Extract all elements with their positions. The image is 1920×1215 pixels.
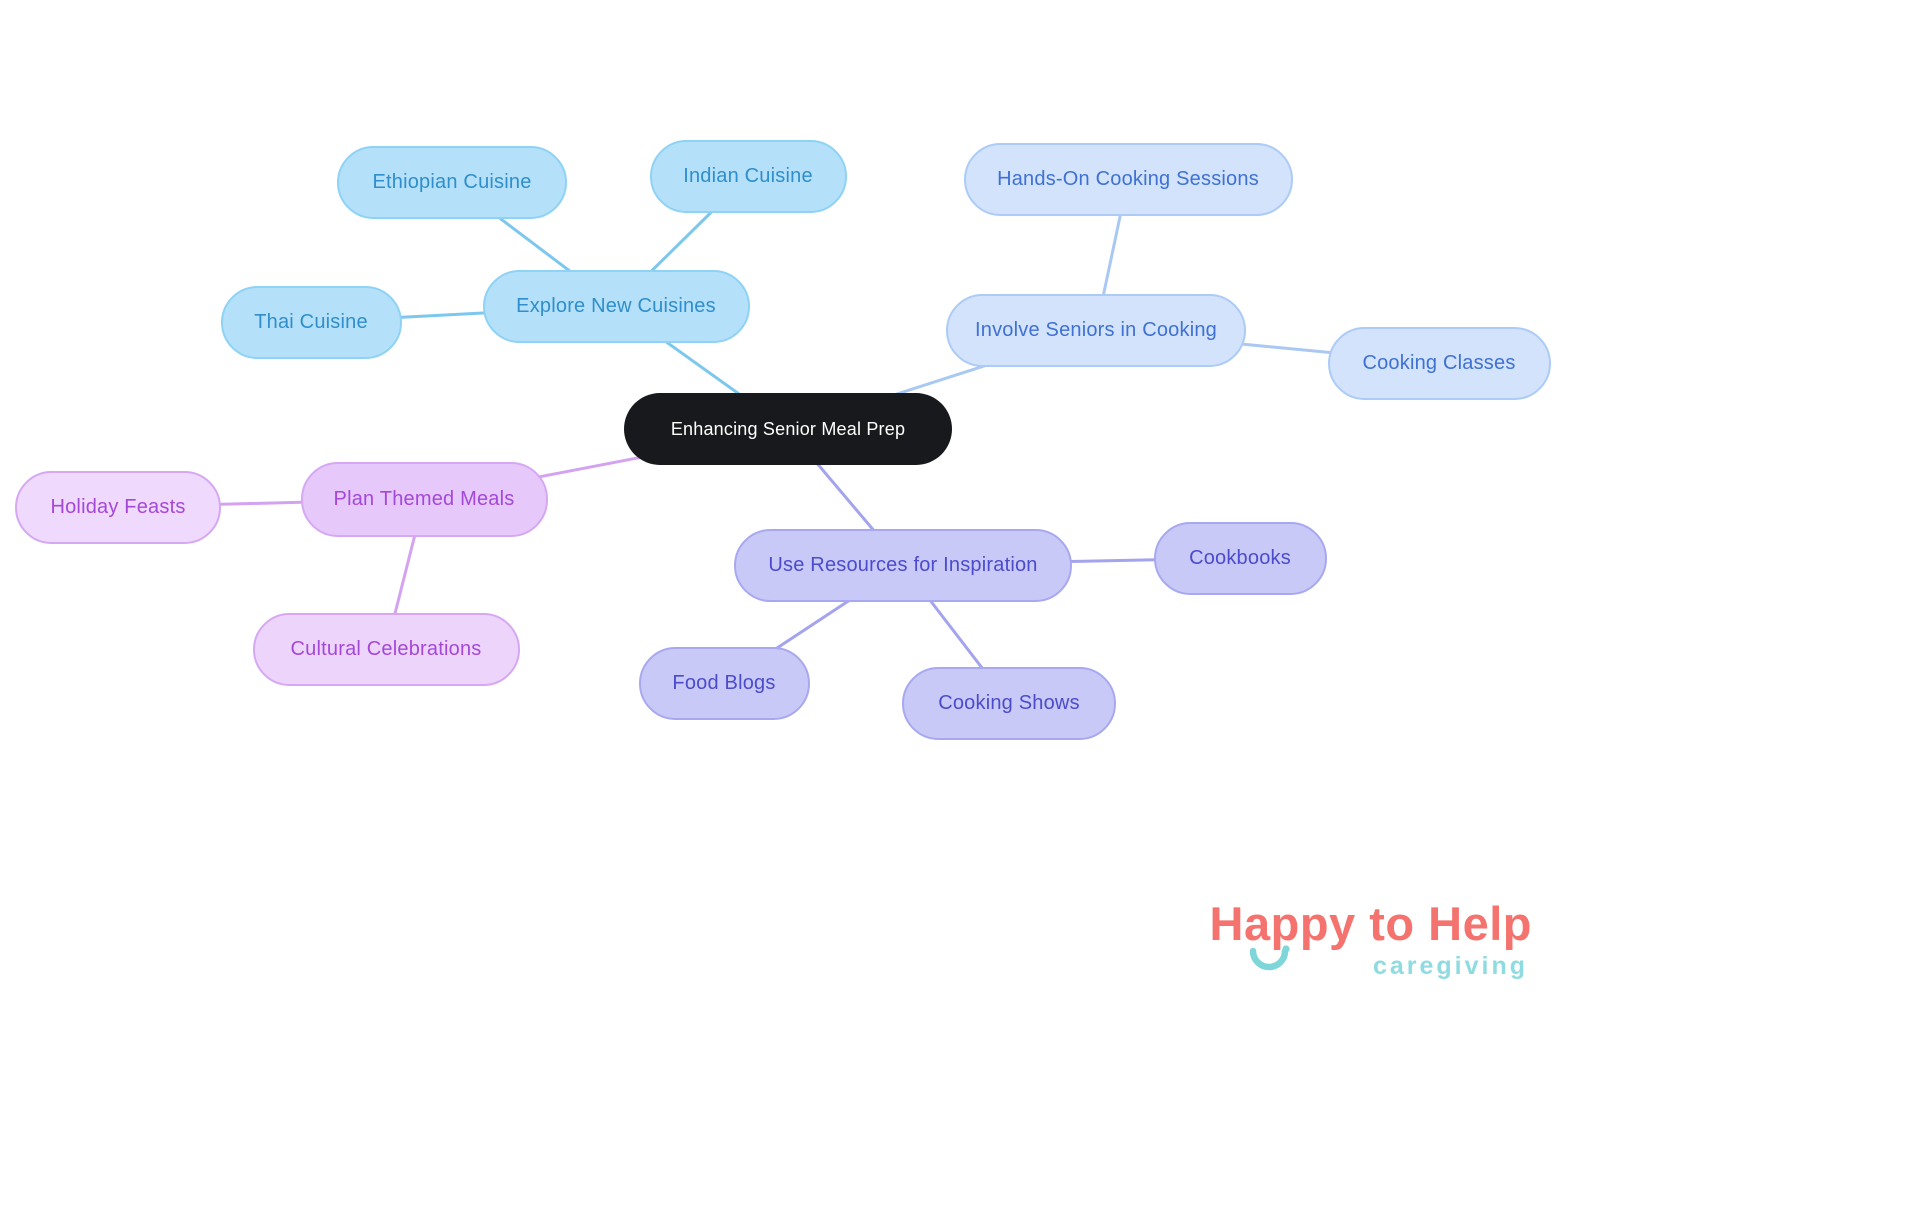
node-handson[interactable]: Hands-On Cooking Sessions [963,142,1293,216]
node-thai[interactable]: Thai Cuisine [220,285,402,359]
brand-logo: Happy to Help caregiving [1140,898,1532,1008]
brand-tagline: caregiving [1372,952,1528,980]
node-explore[interactable]: Explore New Cuisines [482,269,750,343]
node-plan[interactable]: Plan Themed Meals [300,461,548,537]
node-foodblogs[interactable]: Food Blogs [638,646,810,720]
node-cultural[interactable]: Cultural Celebrations [252,612,520,686]
node-classes[interactable]: Cooking Classes [1327,326,1551,400]
brand-name: Happy to Help [1209,897,1532,950]
node-holiday[interactable]: Holiday Feasts [15,470,221,544]
node-shows[interactable]: Cooking Shows [902,666,1116,740]
node-cookbooks[interactable]: Cookbooks [1153,521,1327,595]
node-involve[interactable]: Involve Seniors in Cooking [946,293,1246,367]
node-indian[interactable]: Indian Cuisine [649,139,847,213]
node-central[interactable]: Enhancing Senior Meal Prep [624,393,952,465]
node-ethiopian[interactable]: Ethiopian Cuisine [337,145,567,219]
node-resources[interactable]: Use Resources for Inspiration [734,528,1072,602]
smile-icon [1249,945,1290,971]
